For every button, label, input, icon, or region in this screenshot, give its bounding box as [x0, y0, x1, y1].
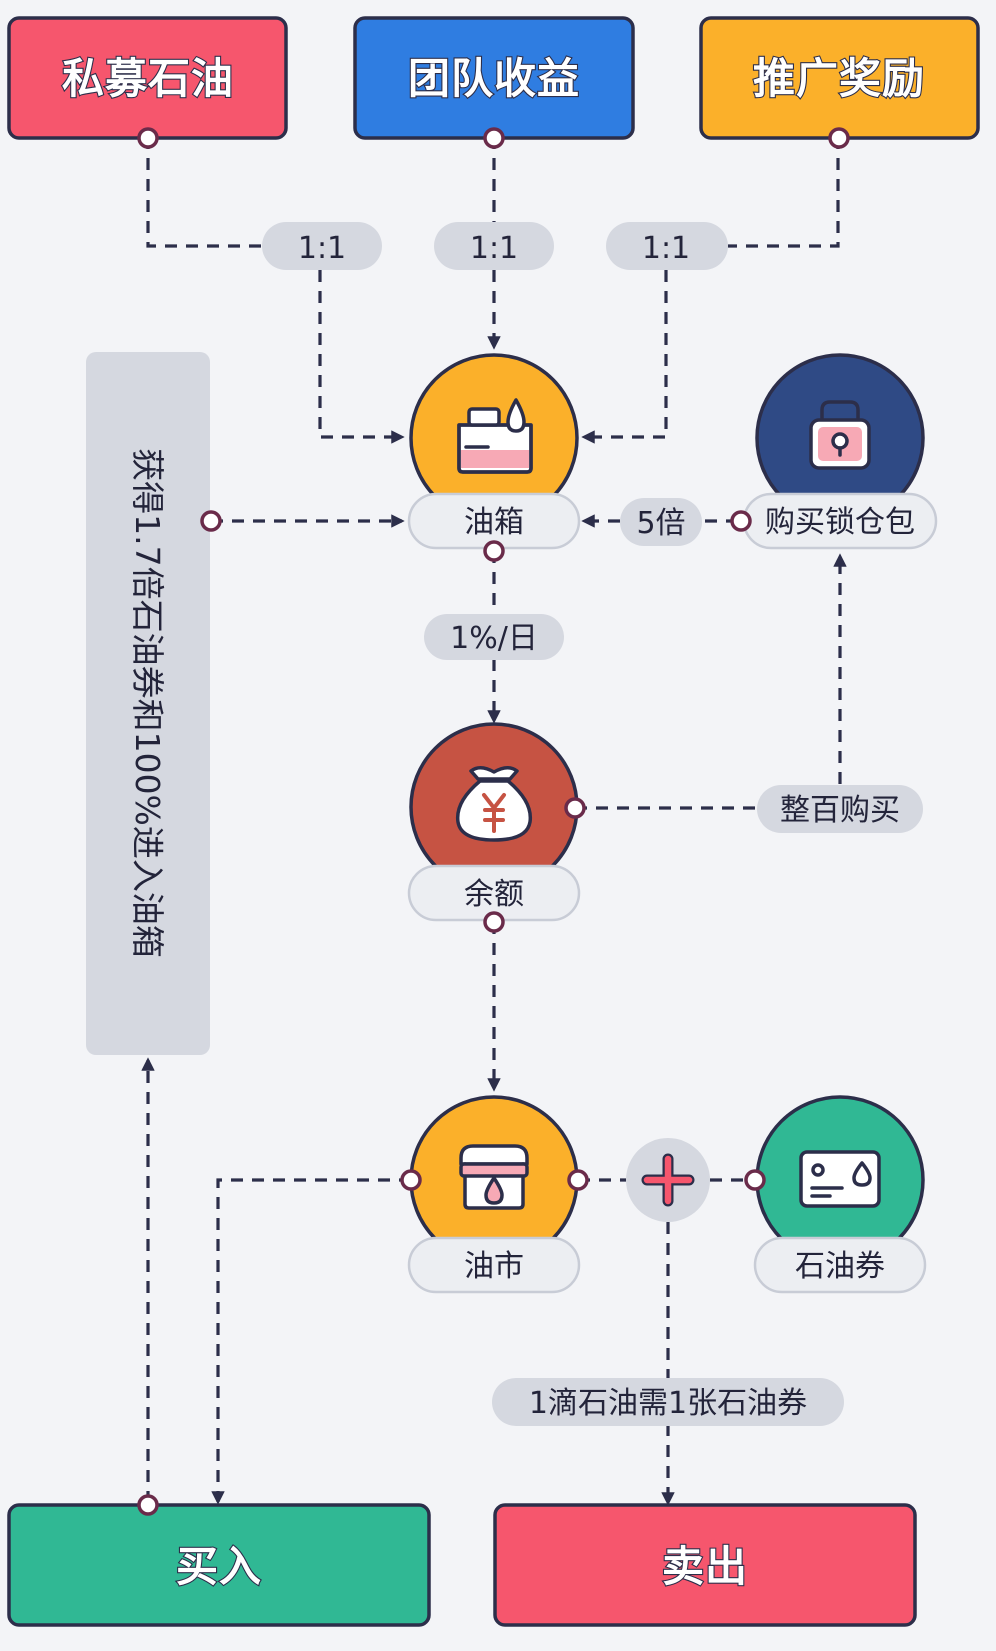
bottom-buttons: 买入 卖出: [7, 1503, 917, 1627]
side-note-text: 获得1.7倍石油券和100%进入油箱: [128, 448, 167, 958]
whole-hundred-text: 整百购买: [780, 793, 900, 828]
ratio-left-text: 1:1: [298, 231, 346, 266]
oil-market-pill: [407, 1236, 581, 1294]
buy-button-label: 买入: [176, 1542, 262, 1591]
sell-button-label: 卖出: [662, 1542, 748, 1591]
multiplier-text: 5倍: [636, 506, 685, 541]
connection-dots: [137, 127, 850, 1516]
dot-market-right: [567, 1169, 589, 1191]
dot-tank-bottom: [483, 540, 505, 562]
oil-market-label: 油市: [464, 1249, 524, 1284]
dot-lock-left: [730, 510, 752, 532]
coupon-rule-pill: [492, 1378, 844, 1426]
private-oil-label: 私募石油: [62, 54, 234, 103]
promo-reward-label: 推广奖励: [753, 54, 925, 103]
sell-button[interactable]: [493, 1503, 917, 1627]
dot-promo-bottom: [828, 127, 850, 149]
top-boxes: 私募石油 团队收益 推广奖励: [7, 16, 980, 140]
buy-button[interactable]: [7, 1503, 431, 1627]
connector-private-to-ratio: [146, 137, 262, 248]
team-income-label: 团队收益: [408, 54, 580, 103]
dot-coupon-left: [744, 1169, 766, 1191]
side-note: 获得1.7倍石油券和100%进入油箱: [86, 352, 210, 1055]
ratio-pills: 1:1 1:1 1:1: [262, 222, 728, 270]
dot-side-right: [200, 510, 222, 532]
daily-rate-pill: [424, 614, 564, 660]
connector-market-to-buy: [211, 1178, 411, 1505]
oil-coupon-label: 石油券: [795, 1249, 885, 1284]
side-note-bar: [86, 352, 210, 1055]
dot-balance-right: [564, 797, 586, 819]
oil-tank-node[interactable]: 油箱: [407, 353, 581, 550]
ratio-middle-text: 1:1: [470, 231, 518, 266]
plus-node: [626, 1138, 710, 1222]
connector-ratio-left-to-tank: [318, 270, 405, 444]
lock-icon: [809, 400, 871, 470]
balance-node[interactable]: 余额: [407, 722, 581, 922]
multiplier-pill: [620, 498, 702, 546]
money-bag-icon: [455, 766, 533, 842]
ratio-right-text: 1:1: [642, 231, 690, 266]
oil-market-node[interactable]: 油市: [407, 1095, 581, 1294]
ratio-pill-right: [606, 222, 728, 270]
connector-promo-to-ratio: [728, 137, 840, 248]
lock-pack-label: 购买锁仓包: [765, 505, 915, 540]
dot-balance-bottom: [483, 911, 505, 933]
coupon-card-icon: [799, 1150, 881, 1208]
dot-private-bottom: [137, 127, 159, 149]
ratio-pill-left: [262, 222, 382, 270]
market-stall-icon: [459, 1144, 529, 1210]
oil-tank-label: 油箱: [464, 505, 524, 540]
connector-ratio-right-to-tank: [581, 270, 668, 444]
ratio-pill-middle: [434, 222, 554, 270]
oil-can-icon: [457, 398, 533, 474]
coupon-rule-text: 1滴石油需1张石油券: [529, 1386, 807, 1421]
dot-market-left: [400, 1169, 422, 1191]
dot-buy-top: [137, 1494, 159, 1516]
balance-label: 余额: [464, 877, 524, 912]
dot-team-bottom: [483, 127, 505, 149]
whole-hundred-pill: [757, 785, 923, 833]
lock-pack-node[interactable]: 购买锁仓包: [742, 353, 938, 550]
oil-coupon-pill: [753, 1236, 927, 1294]
oil-coupon-node[interactable]: 石油券: [753, 1095, 927, 1294]
daily-rate-text: 1%/日: [450, 621, 538, 656]
